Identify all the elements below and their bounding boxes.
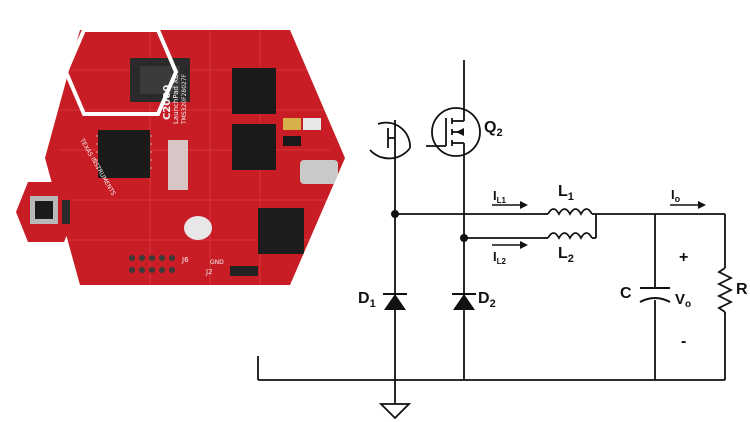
q2-label: Q2	[484, 119, 503, 139]
mosfet-q1-partial	[369, 120, 411, 160]
d1-label: D1	[358, 290, 376, 310]
header-left-label: J6	[181, 256, 189, 264]
ground-symbol	[378, 403, 412, 420]
inductor-l1	[547, 208, 593, 216]
arrow-il1	[492, 201, 528, 209]
diode-d1	[383, 293, 407, 310]
part-silkscreen: TMS320F28027F	[181, 73, 188, 125]
junction-node-1	[391, 210, 399, 218]
c-label: C	[620, 285, 632, 302]
junction-node-2	[460, 234, 468, 242]
il2-label: IL2	[493, 249, 507, 266]
l1-label: L1	[558, 183, 574, 203]
brand-silkscreen: C2000	[162, 85, 173, 120]
arrow-io	[670, 201, 706, 209]
gnd-label: GND	[210, 259, 224, 266]
circuit-schematic	[257, 60, 726, 404]
l2-label: L2	[558, 245, 574, 265]
mcu-chip	[98, 130, 150, 178]
d2-label: D2	[478, 290, 496, 310]
arrow-il2	[492, 241, 528, 249]
header-right-label: J2	[205, 268, 213, 276]
launchpad-board-image: C2000 LaunchPad XL TMS320F28027F TEXAS I…	[16, 28, 345, 285]
driver-chip-1	[232, 68, 276, 114]
capacitor-c	[639, 287, 671, 303]
resistor-r	[716, 267, 734, 313]
mosfet-q2	[426, 107, 481, 157]
inductor-l2	[547, 232, 593, 240]
series-silkscreen: LaunchPad XL	[172, 75, 180, 124]
plus-sign: +	[679, 249, 688, 266]
io-label: Io	[671, 187, 681, 204]
r-label: R	[736, 281, 748, 298]
vo-label: Vo	[675, 291, 691, 310]
qfn-chip	[258, 208, 304, 254]
minus-sign: -	[681, 333, 686, 350]
il1-label: IL1	[493, 188, 507, 205]
driver-chip-2	[232, 124, 276, 170]
diode-d2	[452, 293, 476, 310]
hex-cutout	[63, 28, 179, 116]
